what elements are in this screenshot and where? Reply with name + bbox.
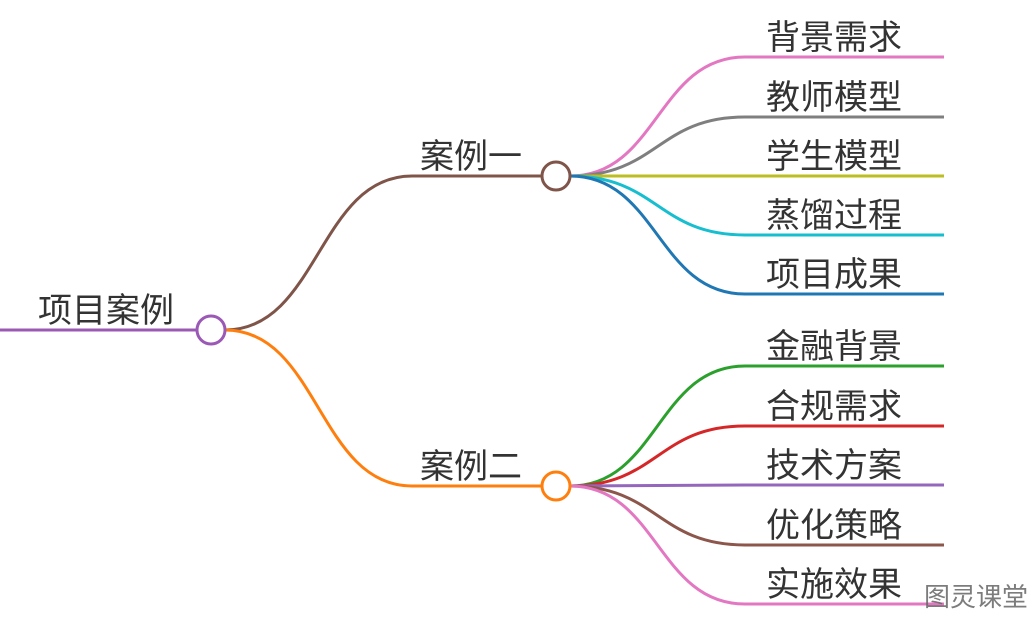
branch-edge-1 bbox=[224, 174, 542, 332]
root-node-circle[interactable] bbox=[195, 314, 227, 346]
leaf-label-2-4: 优化策略 bbox=[766, 506, 902, 546]
leaf-edge-2-4 bbox=[569, 484, 944, 547]
leaf-edge-1-4 bbox=[569, 174, 944, 237]
leaf-edge-2-3 bbox=[569, 483, 944, 488]
leaf-edge-2-2 bbox=[569, 424, 944, 488]
leaf-label-2-2: 合规需求 bbox=[766, 387, 902, 427]
branch-node-circle-1[interactable] bbox=[540, 160, 572, 192]
leaf-edge-1-2 bbox=[569, 115, 944, 178]
leaf-label-2-3: 技术方案 bbox=[766, 446, 902, 486]
leaf-edge-1-5 bbox=[569, 174, 944, 296]
leaf-label-2-1: 金融背景 bbox=[766, 327, 902, 367]
edges-layer bbox=[0, 55, 944, 606]
leaf-label-2-5: 实施效果 bbox=[766, 565, 902, 605]
leaf-edge-2-1 bbox=[569, 364, 944, 488]
branch-edge-2 bbox=[224, 328, 542, 488]
leaf-label-1-5: 项目成果 bbox=[766, 255, 902, 295]
leaf-label-1-2: 教师模型 bbox=[766, 78, 902, 118]
leaf-label-1-1: 背景需求 bbox=[766, 18, 902, 58]
branch-node-circle-2[interactable] bbox=[540, 470, 572, 502]
leaf-label-1-4: 蒸馏过程 bbox=[766, 196, 902, 236]
branch-label-1: 案例一 bbox=[420, 137, 522, 177]
root-label: 项目案例 bbox=[38, 291, 174, 331]
watermark-text: 图灵课堂 bbox=[923, 583, 1028, 613]
leaf-label-1-3: 学生模型 bbox=[766, 137, 902, 177]
leaf-edge-1-1 bbox=[569, 55, 944, 178]
nodes-layer bbox=[195, 160, 572, 502]
leaf-edge-2-5 bbox=[569, 484, 944, 606]
branch-label-2: 案例二 bbox=[420, 447, 522, 487]
